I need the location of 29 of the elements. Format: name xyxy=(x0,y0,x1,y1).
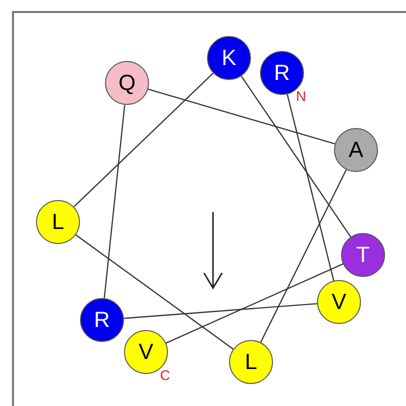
residue-circle xyxy=(334,128,378,172)
connector-line xyxy=(73,72,214,208)
residue-letter: V xyxy=(138,341,154,363)
residue-letter: K xyxy=(222,47,236,69)
connector-line xyxy=(75,234,234,350)
residue-circle xyxy=(207,36,251,80)
residue-circle xyxy=(36,200,80,244)
residue-circle xyxy=(317,280,361,324)
connector-line xyxy=(124,303,318,319)
connector-line xyxy=(104,104,126,298)
terminus-label: N xyxy=(296,89,306,103)
residue-letter: L xyxy=(52,211,64,233)
residue-circle xyxy=(341,233,385,277)
connector-line xyxy=(148,88,336,144)
residue-letter: A xyxy=(348,139,364,161)
residue-circle xyxy=(80,298,124,342)
connector-line xyxy=(260,169,347,343)
residue-circle xyxy=(229,340,273,384)
connector-line xyxy=(286,94,334,281)
residue-letter: V xyxy=(332,291,346,313)
residue-letter: T xyxy=(356,244,370,266)
residue-letter: Q xyxy=(118,72,136,94)
connector-line xyxy=(240,76,352,238)
residue-circle xyxy=(105,61,149,105)
residue-letter: L xyxy=(244,351,258,373)
connector-line xyxy=(166,263,344,344)
terminus-label: C xyxy=(160,368,170,382)
residue-letter: R xyxy=(274,62,290,84)
residue-letter: R xyxy=(94,309,110,331)
